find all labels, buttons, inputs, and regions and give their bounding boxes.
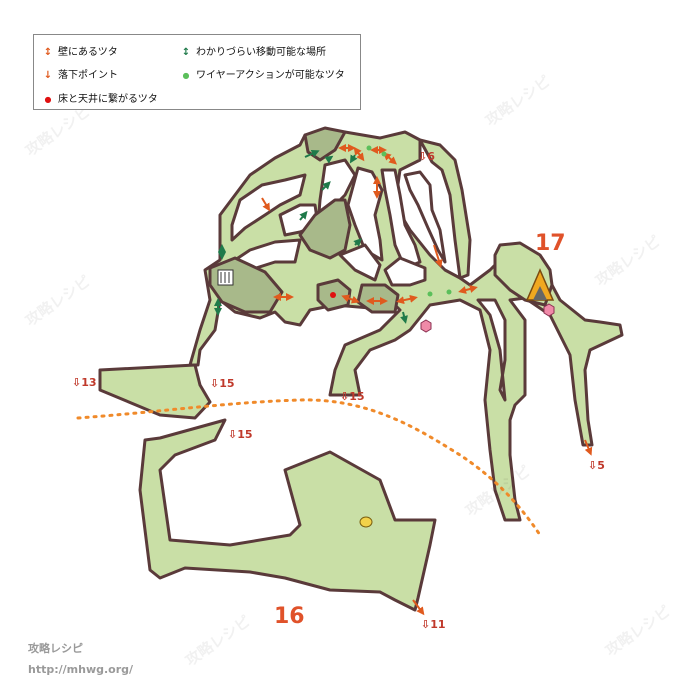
green-dot-icon: ● [182,71,190,80]
wall-vine-markers [273,144,478,305]
area-boundary-line [76,398,542,537]
down-arrow-icon: ↓ [43,70,53,81]
green-double-arrow-icon: ↕ [181,47,191,58]
legend-ceiling-vine: ●床と天井に繋がるツタ [42,90,158,105]
drop-label-11: ⇩11 [421,618,446,631]
legend: ↕壁にあるツタ ↓落下ポイント ●床と天井に繋がるツタ ↕わかりづらい移動可能な… [33,34,361,110]
hard-move-markers [214,150,408,324]
drop-label-15: ⇩15 [340,390,365,403]
area-16-floor [98,363,437,612]
double-arrow-icon: ↕ [43,47,53,58]
drop-label-6: ⇩6 [418,150,435,163]
gather-point-icon [359,516,373,528]
red-dot-icon: ● [44,95,52,104]
legend-hard-move: ↕わかりづらい移動可能な場所 [181,47,326,58]
site-name: 攻略レシピ [28,642,83,655]
area-16-label: 16 [274,604,305,629]
drop-label-15: ⇩15 [228,428,253,441]
site-url[interactable]: http://mhwg.org/ [28,663,134,676]
ceiling-vine-dots [330,292,336,298]
supply-box-icon [217,269,234,286]
drop-label-15: ⇩15 [210,377,235,390]
legend-wall-vine: ↕壁にあるツタ [43,47,118,58]
camp-icon [525,268,555,301]
drop-label-13: ⇩13 [72,376,97,389]
drop-label-5: ⇩5 [588,459,605,472]
drop-point-markers [261,197,593,616]
legend-wire-vine: ●ワイヤーアクションが可能なツタ [180,66,345,81]
wire-vine-dots [366,145,452,297]
area-17-label: 17 [535,231,566,256]
legend-drop-point: ↓落下ポイント [43,70,118,81]
pink-markers [420,303,555,333]
